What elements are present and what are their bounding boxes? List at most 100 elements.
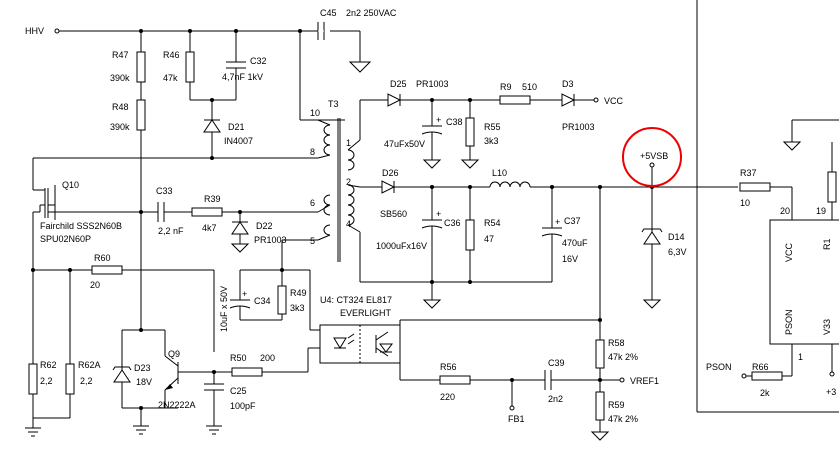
d21-ref: D21: [228, 122, 245, 132]
net-label-5vsb: +5VSB: [640, 151, 668, 161]
net-label-vref1: VREF1: [630, 376, 659, 386]
c36-value: 1000uFx16V: [376, 241, 427, 251]
r58-ref: R58: [608, 338, 625, 348]
d14-ref: D14: [668, 232, 685, 242]
net-label-fb1: FB1: [508, 414, 525, 424]
capacitor-c36: [421, 187, 443, 282]
r37-ref: R37: [740, 168, 757, 178]
r49-value: 3k3: [290, 303, 305, 313]
capacitor-c39: [544, 370, 552, 390]
c36-polarity: +: [436, 209, 441, 219]
t3-pin8: 8: [310, 147, 315, 157]
resistor-r58: [595, 339, 605, 392]
c45-value: 2n2 250VAC: [346, 8, 397, 18]
hhv-rail: [54, 28, 361, 121]
r66-ref: R66: [752, 362, 769, 372]
d21-value: IN4007: [224, 136, 253, 146]
c39-ref: C39: [548, 358, 565, 368]
t3-ref: T3: [328, 99, 339, 109]
diode-d21: [203, 100, 221, 158]
net-label-plus3: +3: [826, 387, 836, 397]
transistor-q9: [164, 330, 232, 408]
t3-pin5: 5: [310, 236, 315, 246]
c34-value: 10uF x 50V: [219, 286, 229, 332]
d22-value: PR1003: [254, 235, 287, 245]
ic-pson-label: PSON: [784, 309, 794, 335]
capacitor-c32: [210, 31, 246, 102]
d23-value: 18V: [136, 377, 152, 387]
q10-line1: Fairchild SSS2N60B: [40, 221, 122, 231]
c32-ref: C32: [250, 56, 267, 66]
r56-ref: R56: [440, 362, 457, 372]
diode-d26: [381, 180, 396, 194]
resistor-r62: [28, 270, 38, 428]
r50-value: 200: [260, 353, 275, 363]
c39-value: 2n2: [548, 394, 563, 404]
resistor-r54: [465, 187, 475, 282]
t3-pin4: 4: [346, 219, 351, 229]
diode-d3: [561, 93, 576, 107]
d3-ref: D3: [562, 79, 574, 89]
r60-value: 20: [90, 280, 100, 290]
highlight-circle: [622, 127, 682, 187]
resistor-r55: [460, 100, 480, 169]
resistor-r47: [136, 31, 146, 100]
c34-polarity: +: [242, 289, 247, 299]
r46-value: 47k: [163, 73, 178, 83]
r9-ref: R9: [500, 82, 512, 92]
ground-symbol: [133, 425, 149, 435]
r66-value: 2k: [760, 388, 770, 398]
r47-value: 390k: [110, 73, 130, 83]
r54-ref: R54: [484, 218, 501, 228]
c38-value: 47uFx50V: [384, 139, 425, 149]
r55-value: 3k3: [484, 136, 499, 146]
d3-value: PR1003: [562, 122, 595, 132]
diode-d22: [230, 212, 250, 253]
r46-ref: R46: [163, 50, 180, 60]
resistor-r56: [439, 375, 471, 385]
d25-ref: D25: [390, 79, 407, 89]
r9-value: 510: [522, 82, 537, 92]
resistor-r37: [739, 182, 793, 220]
c38-polarity: +: [436, 115, 441, 125]
r49-ref: R49: [290, 288, 307, 298]
d14-value: 6,3V: [668, 247, 687, 257]
r58-value: 47k 2%: [608, 352, 638, 362]
d26-value: SB560: [380, 209, 407, 219]
r55-ref: R55: [484, 122, 501, 132]
c32-value: 4,7nF 1kV: [222, 72, 263, 82]
resistor-r48: [136, 99, 146, 330]
c33-ref: C33: [156, 186, 173, 196]
c37-polarity: +: [555, 217, 560, 227]
capacitor-c38: [421, 100, 443, 169]
c25-value: 100pF: [230, 401, 256, 411]
zener-d14: [641, 187, 663, 309]
u4-line1: U4: CT324 EL817: [320, 295, 392, 305]
l10-ref: L10: [492, 168, 507, 178]
r62-value: 2,2: [40, 376, 53, 386]
ic-vcc-label: VCC: [784, 242, 794, 262]
r62a-ref: R62A: [78, 360, 101, 370]
c34-ref: C34: [254, 296, 271, 306]
optocoupler-u4: [319, 324, 401, 364]
r59-ref: R59: [608, 400, 625, 410]
u4-line2: EVERLIGHT: [340, 308, 392, 318]
resistor-r62a: [33, 270, 75, 419]
ic-pin19: 19: [816, 206, 826, 216]
capacitor-c34: [229, 270, 282, 321]
ic-pin1: 1: [798, 352, 803, 362]
ic-pin20: 20: [780, 206, 790, 216]
mosfet-q10: [33, 185, 56, 220]
q9-ref: Q9: [168, 349, 180, 359]
r47-ref: R47: [112, 50, 129, 60]
capacitor-c25: [204, 372, 224, 435]
resistor-r46: [185, 31, 236, 101]
r50-ref: R50: [230, 353, 247, 363]
resistor-r59: [590, 391, 610, 441]
resistor-r50: [231, 367, 263, 377]
q10-ref: Q10: [62, 180, 79, 190]
c45-ref: C45: [320, 8, 337, 18]
net-label-vcc: VCC: [604, 96, 624, 106]
